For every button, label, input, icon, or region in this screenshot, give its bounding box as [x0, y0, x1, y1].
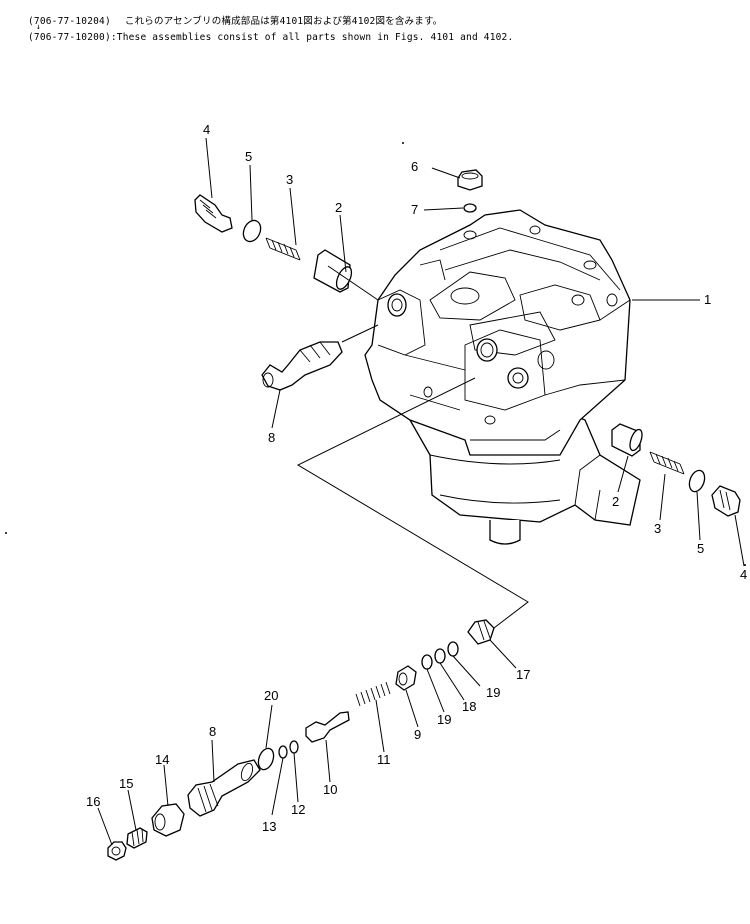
callout-11: 11 — [377, 752, 391, 767]
o-ring-19-b — [421, 654, 433, 670]
scan-specks — [5, 142, 746, 566]
spring-3-upper — [265, 237, 301, 261]
callout-3-upper: 3 — [286, 172, 293, 187]
valve-8-lower — [187, 759, 261, 817]
callout-5-right: 5 — [697, 541, 704, 556]
o-ring-7 — [463, 203, 477, 213]
callout-12: 12 — [291, 802, 305, 817]
callout-4-right: 4 — [740, 567, 747, 582]
callout-2-right: 2 — [612, 494, 619, 509]
callout-20: 20 — [264, 688, 278, 703]
piston-9 — [395, 665, 417, 691]
spring-11 — [355, 681, 391, 707]
callout-13: 13 — [262, 819, 276, 834]
ring-12 — [289, 740, 299, 754]
callout-2-upper: 2 — [335, 200, 342, 215]
callout-5-upper: 5 — [245, 149, 252, 164]
callout-8-lower: 8 — [209, 724, 216, 739]
callout-15: 15 — [119, 776, 133, 791]
callout-3-right: 3 — [654, 521, 661, 536]
o-ring-20 — [257, 747, 275, 771]
header-line-1: (706-77-10204)これらのアセンブリの構成部品は第4101図および第4… — [28, 16, 443, 27]
valve-8-upper — [261, 341, 343, 391]
poppet-10 — [305, 711, 350, 743]
plug-4-upper — [194, 194, 233, 233]
washer-13 — [278, 745, 288, 759]
nut-16 — [107, 841, 127, 861]
o-ring-19-a — [447, 641, 459, 657]
callout-18: 18 — [462, 699, 476, 714]
callout-8-upper: 8 — [268, 430, 275, 445]
callout-labels: 1 2 3 4 5 6 7 8 2 3 5 4 17 19 18 19 9 11… — [86, 122, 747, 834]
spring-3-right — [649, 451, 685, 475]
callout-19-b: 19 — [437, 712, 451, 727]
callout-16: 16 — [86, 794, 100, 809]
callout-7: 7 — [411, 202, 418, 217]
o-ring-18 — [434, 648, 446, 664]
callout-14: 14 — [155, 752, 169, 767]
o-ring-5-upper — [242, 219, 262, 243]
callout-6: 6 — [411, 159, 418, 174]
plug-6 — [457, 169, 483, 191]
callout-10: 10 — [323, 782, 337, 797]
callout-4-upper: 4 — [203, 122, 210, 137]
screw-15 — [126, 827, 148, 849]
header-line-2: (706-77-10200):These assemblies consist … — [28, 32, 514, 43]
connector-17 — [467, 619, 495, 645]
sleeve-2-upper — [313, 249, 353, 293]
header-bracket-mark: ↓ — [36, 22, 42, 31]
valve-body-assembly — [364, 209, 641, 545]
o-ring-5-right — [688, 469, 706, 493]
callout-19-a: 19 — [486, 685, 500, 700]
sleeve-2-right — [611, 423, 643, 457]
callout-1: 1 — [704, 292, 711, 307]
nut-14 — [151, 803, 185, 837]
callout-9: 9 — [414, 727, 421, 742]
leader-lines — [97, 137, 745, 846]
plug-4-right — [711, 485, 741, 517]
callout-17: 17 — [516, 667, 530, 682]
